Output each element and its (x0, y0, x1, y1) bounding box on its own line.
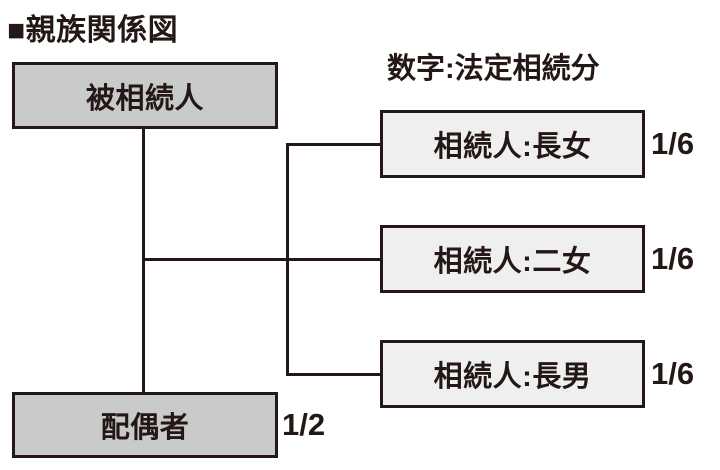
share-label-eldest-son: 1/6 (651, 356, 695, 391)
connector-stub-eldest-son (286, 373, 380, 376)
connector-branch-horizontal (142, 258, 380, 261)
page-title: ■親族関係図 (7, 14, 179, 47)
node-heir-eldest-son: 相続人:長男 (380, 340, 645, 408)
share-label-second-daughter: 1/6 (651, 241, 695, 276)
node-label: 配偶者 (100, 412, 190, 444)
share-label-spouse: 1/2 (282, 407, 326, 442)
legend-note: 数字:法定相続分 (387, 53, 600, 85)
node-decedent: 被相続人 (12, 62, 278, 129)
node-heir-second-daughter: 相続人:二女 (380, 225, 645, 293)
node-label: 被相続人 (85, 82, 204, 115)
connector-stub-eldest-daughter (286, 143, 380, 146)
node-heir-eldest-daughter: 相続人:長女 (380, 110, 645, 178)
node-spouse: 配偶者 (12, 392, 278, 458)
connector-sibling-rail (286, 143, 289, 375)
node-label: 相続人:長男 (433, 361, 592, 393)
node-label: 相続人:二女 (433, 246, 592, 278)
node-label: 相続人:長女 (433, 131, 592, 163)
share-label-eldest-daughter: 1/6 (651, 126, 695, 161)
connector-marriage-vertical (142, 129, 145, 392)
